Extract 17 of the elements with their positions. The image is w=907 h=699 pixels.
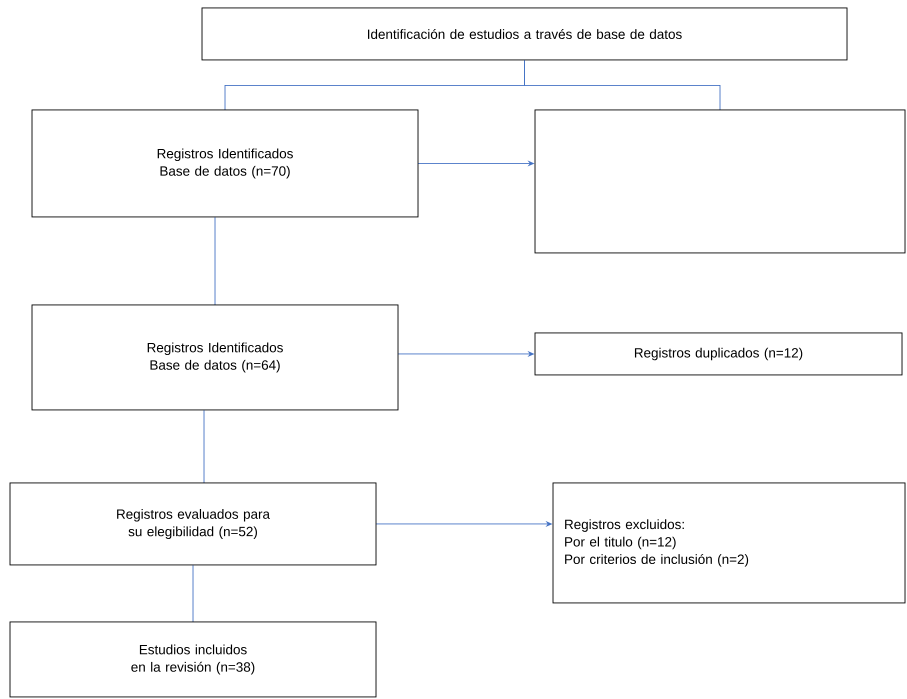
node-label: Registros Identificados Base de datos (n=64)	[148, 342, 283, 372]
process-box	[10, 482, 376, 566]
node-label: Registros excluidos:	[565, 519, 684, 532]
process-box	[534, 332, 902, 376]
node-label: Registros evaluados para su elegibilidad (n=52)	[117, 508, 270, 539]
node-label: Estudios incluidos en la revisión (n=38)	[131, 644, 254, 674]
process-box	[32, 110, 418, 218]
process-box	[32, 304, 398, 410]
node-label: Por criterios de inclusión (n=2)	[565, 554, 748, 567]
node-label: Identificación de estudios a través de base de datos	[368, 28, 682, 39]
process-box	[552, 482, 906, 604]
node-label: Registros duplicados (n=12)	[634, 348, 802, 360]
node-label: Por el titulo (n=12)	[565, 536, 676, 550]
process-box	[10, 622, 376, 698]
empty-box	[534, 110, 906, 254]
node-label: Registros Identificados Base de datos (n=70)	[158, 148, 293, 178]
process-box	[202, 8, 848, 60]
